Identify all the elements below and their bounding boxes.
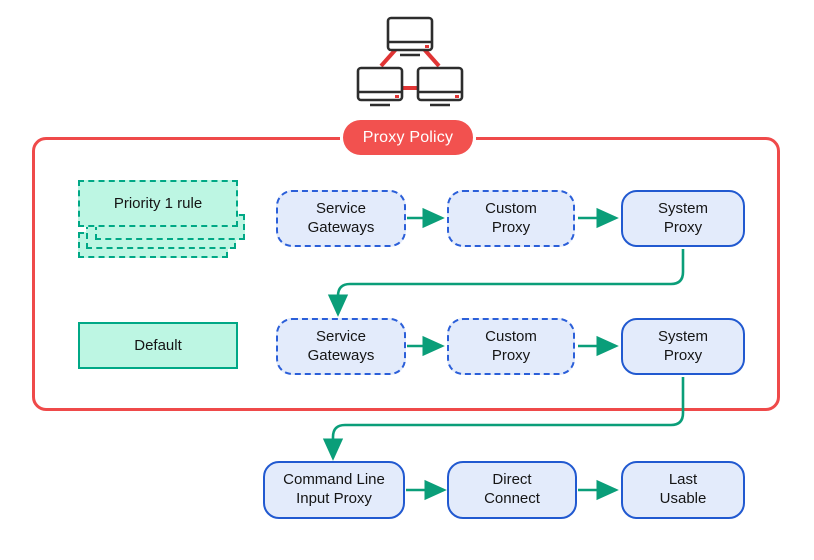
node-label: Direct Connect [484, 471, 540, 507]
node-system-proxy-default[interactable]: System Proxy [621, 318, 745, 375]
node-label: Custom Proxy [485, 327, 537, 364]
default-rule-label: Default [134, 337, 182, 354]
node-service-gateways-priority[interactable]: Service Gateways [276, 190, 406, 247]
node-direct-connect[interactable]: Direct Connect [447, 461, 577, 519]
priority-rule-label: Priority 1 rule [113, 195, 203, 212]
node-command-line-input-proxy[interactable]: Command Line Input Proxy [263, 461, 405, 519]
node-label: Last Usable [659, 471, 707, 507]
node-custom-proxy-priority[interactable]: Custom Proxy [447, 190, 575, 247]
node-last-usable[interactable]: Last Usable [621, 461, 745, 519]
node-custom-proxy-default[interactable]: Custom Proxy [447, 318, 575, 375]
node-label: Service Gateways [307, 199, 375, 236]
node-label: System Proxy [657, 327, 708, 364]
network-topology-icon [356, 16, 464, 107]
connector-row1-to-row2 [327, 249, 685, 317]
node-label: System Proxy [657, 199, 708, 236]
connector-row2-to-fallback [322, 377, 685, 461]
priority-rule-box[interactable]: Priority 1 rule [78, 180, 238, 227]
node-label: Command Line Input Proxy [283, 471, 385, 507]
node-label: Service Gateways [307, 327, 375, 364]
node-system-proxy-priority[interactable]: System Proxy [621, 190, 745, 247]
proxy-policy-badge: Proxy Policy [343, 120, 473, 155]
node-label: Custom Proxy [485, 199, 537, 236]
proxy-policy-badge-label: Proxy Policy [362, 128, 454, 146]
default-rule-box[interactable]: Default [78, 322, 238, 369]
node-service-gateways-default[interactable]: Service Gateways [276, 318, 406, 375]
